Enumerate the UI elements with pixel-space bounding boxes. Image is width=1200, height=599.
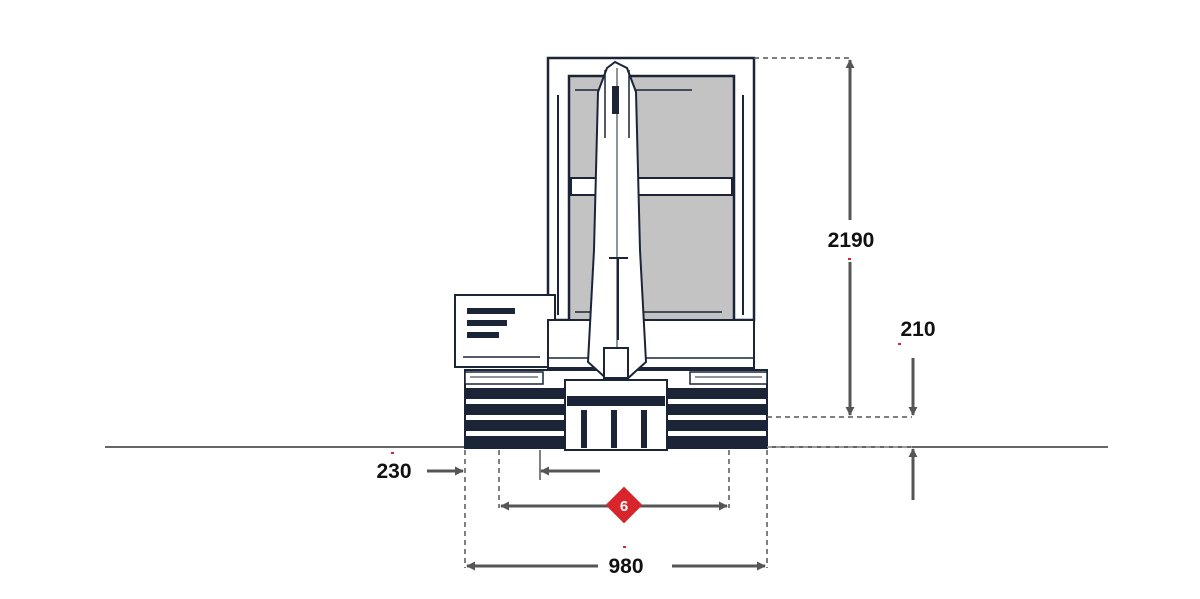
ground-clearance-label: 210: [900, 318, 935, 341]
dozer-blade: [564, 379, 668, 451]
engine-hood: [454, 294, 556, 368]
excavator-drawing: [454, 56, 768, 451]
track-width-label: 230: [376, 460, 411, 483]
boom-arm: [586, 60, 648, 381]
cab-height-label: 2190: [828, 229, 875, 252]
upper-body: [547, 319, 755, 369]
gauge-marker-label: 6: [620, 498, 628, 515]
overall-width-label: 980: [608, 555, 643, 578]
gauge-marker-badge: 6: [605, 486, 643, 524]
